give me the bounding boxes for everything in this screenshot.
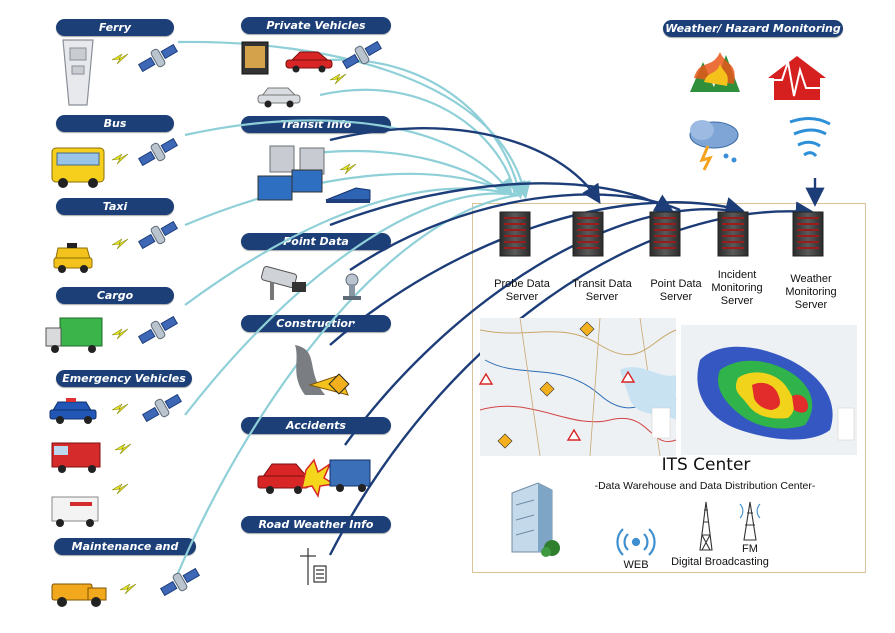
source-label-construction: Construction (241, 315, 391, 332)
probe-data-server-icon (499, 211, 531, 257)
source-label-accidents: Accidents (241, 417, 391, 434)
signal-private-icon (329, 73, 347, 85)
weather-radar-map (681, 325, 857, 455)
signal-emergency-2-icon (114, 443, 132, 455)
server-label-probe: Probe Data Server (494, 278, 550, 303)
link-accidents (344, 207, 741, 446)
source-label-taxi: Taxi (56, 198, 174, 215)
cargo-truck-icon (45, 317, 103, 353)
source-label-private-vehicles: Private Vehicles (241, 17, 391, 34)
satellite-emergency-icon (139, 389, 185, 427)
link-construction (329, 197, 745, 346)
accident-icon (257, 458, 371, 499)
its-center-title: ITS Center (661, 455, 751, 475)
ambulance-icon (51, 496, 99, 527)
link-point-server-2 (349, 193, 681, 271)
point-data-server-icon (649, 211, 681, 257)
signal-ferry-icon (111, 53, 129, 65)
web-icon (616, 528, 656, 556)
satellite-cargo-icon (135, 311, 181, 349)
server-label-incident: Incident Monitoring Server (711, 269, 763, 307)
link-cargo (184, 187, 516, 306)
link-bus (184, 119, 513, 197)
link-maintenance (173, 193, 521, 581)
source-label-ferry: Ferry (56, 19, 174, 36)
road-weather-station-icon (300, 548, 327, 585)
transit-data-server-icon (572, 211, 604, 257)
source-label-maintenance: Maintenance and others (54, 538, 196, 570)
signal-bus-icon (111, 153, 129, 165)
typhoon-icon (789, 117, 831, 158)
link-emergency (184, 192, 519, 416)
server-label-point: Point Data Server (650, 278, 702, 303)
traffic-camera-icon (260, 266, 306, 300)
sensor-icon (343, 273, 361, 300)
signal-emergency-3-icon (111, 483, 129, 495)
incident-map (478, 317, 677, 457)
source-label-emergency: Emergency Vehicles (56, 370, 192, 387)
fire-truck-icon (51, 442, 101, 473)
source-label-bus: Bus (56, 115, 174, 132)
taxi-icon (53, 243, 93, 273)
signal-transit-icon (339, 163, 357, 175)
weather-hazard-label: Weather/ Hazard Monitoring (663, 20, 843, 37)
red-sports-car-icon (285, 51, 333, 73)
weather-monitoring-server-icon (792, 211, 824, 257)
signal-maintenance-icon (119, 583, 137, 595)
signal-taxi-icon (111, 238, 129, 250)
output-label-web: WEB (623, 559, 649, 571)
link-transit-server (329, 127, 601, 205)
signal-cargo-icon (111, 328, 129, 340)
car-navigation-icon (241, 41, 269, 75)
server-label-transit: Transit Data Server (572, 278, 632, 303)
fm-tower-icon (739, 501, 761, 541)
broadcast-tower-icon (699, 501, 713, 551)
silver-car-icon (257, 87, 301, 108)
output-label-fm: FM (742, 543, 758, 555)
satellite-taxi-icon (135, 216, 181, 254)
source-label-cargo: Cargo (56, 287, 174, 304)
forest-fire-icon (690, 52, 740, 92)
ferry-icon (62, 39, 94, 106)
satellite-ferry-icon (135, 39, 181, 77)
link-ferry (177, 40, 531, 200)
tow-truck-icon (51, 583, 107, 607)
bus-icon (51, 147, 105, 188)
construction-icon (295, 345, 350, 396)
police-car-icon (49, 398, 97, 424)
satellite-bus-icon (135, 133, 181, 171)
link-taxi (184, 172, 516, 227)
earthquake-house-icon (768, 56, 826, 100)
incident-monitoring-server-icon (717, 211, 749, 257)
server-label-weather: Weather Monitoring Server (785, 273, 837, 311)
signal-emergency-icon (111, 403, 129, 415)
data-warehouse-building-icon (511, 482, 560, 557)
link-point-server (329, 182, 675, 227)
transit-servers-icon (257, 145, 325, 201)
thunderstorm-icon (689, 120, 739, 171)
link-private-2 (319, 88, 517, 196)
train-icon (325, 187, 371, 203)
output-label-digital: Digital Broadcasting (671, 556, 769, 568)
its-center-subtitle: -Data Warehouse and Data Distribution Ce… (594, 480, 816, 492)
